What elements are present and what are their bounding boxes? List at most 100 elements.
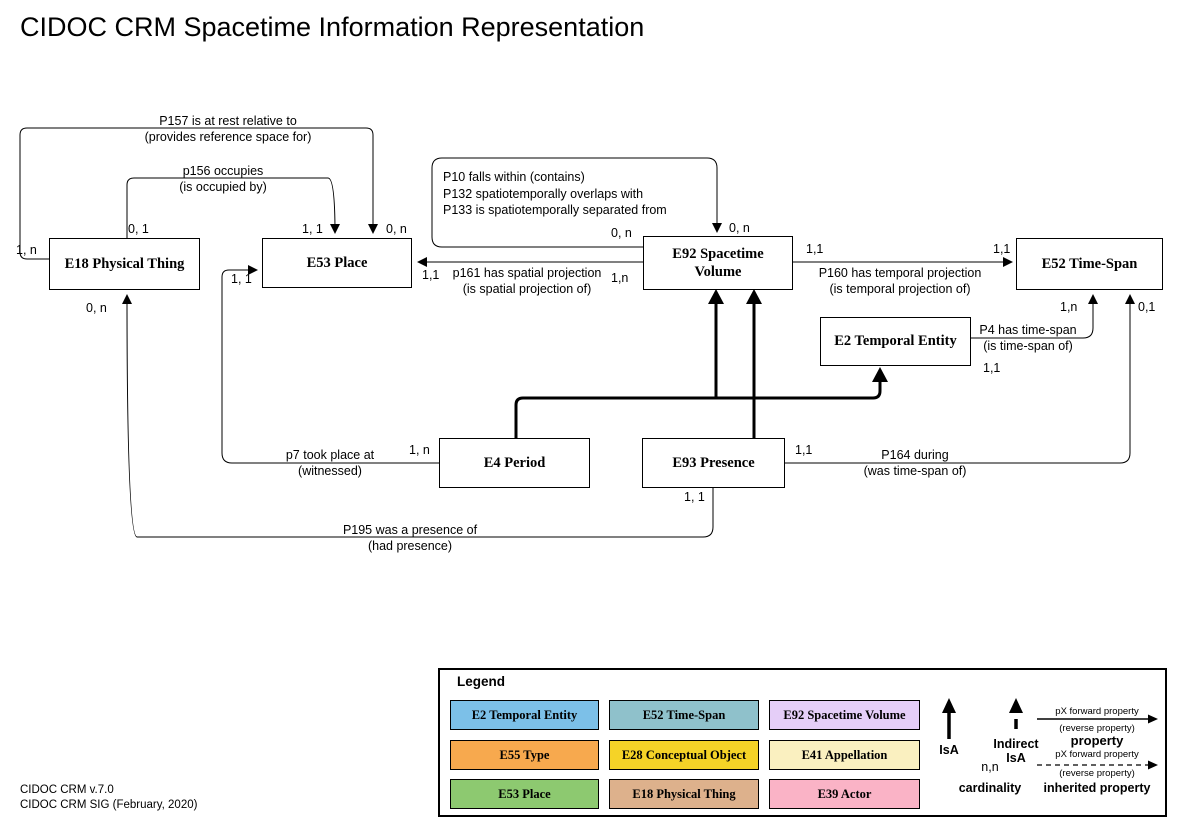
property-label-p157: P157 is at rest relative to (provides re… — [78, 113, 378, 145]
legend-cardinality-label: cardinality — [958, 781, 1022, 795]
connector-p157 — [19, 127, 378, 260]
cardinality-p156-e18: 0, 1 — [128, 222, 149, 236]
property-label-p161: p161 has spatial projection (is spatial … — [427, 265, 627, 297]
connector-p7 — [221, 265, 439, 464]
cardinality-p156-e53: 1, 1 — [302, 222, 323, 236]
footer-version: CIDOC CRM v.7.0 — [20, 784, 114, 796]
connector-p156 — [126, 177, 340, 238]
legend-swatch-e41: E41 Appellation — [769, 740, 920, 770]
legend-swatch-e92: E92 Spacetime Volume — [769, 700, 920, 730]
legend-reverse-inherited-text: (reverse property) — [1059, 768, 1135, 779]
entity-box-e18-physical-thing: E18 Physical Thing — [49, 238, 200, 290]
entity-label: E2 Temporal Entity — [834, 333, 957, 350]
legend-swatch-e39: E39 Actor — [769, 779, 920, 809]
property-forward: P164 during — [881, 448, 949, 462]
property-reverse: (is temporal projection of) — [829, 282, 971, 296]
property-reverse: (is time-span of) — [983, 339, 1073, 353]
property-label-p4: P4 has time-span (is time-span of) — [958, 322, 1098, 354]
legend-swatch-e2: E2 Temporal Entity — [450, 700, 599, 730]
entity-box-e53-place: E53 Place — [262, 238, 412, 288]
cardinality-p157-e18: 1, n — [16, 243, 37, 257]
legend-swatch-e52: E52 Time-Span — [609, 700, 759, 730]
indirect-isa-arrowhead-icon — [1009, 698, 1023, 713]
entity-label: E52 Time-Span — [1041, 255, 1138, 272]
cardinality-p161-e92: 1,n — [611, 271, 629, 285]
property-forward: P4 has time-span — [979, 323, 1077, 337]
isa-arrowhead-e92-left — [708, 289, 724, 304]
isa-arrowhead-e92-right — [746, 289, 762, 304]
cardinality-p4-e2: 1,1 — [983, 361, 1001, 375]
property-reverse: (is spatial projection of) — [462, 282, 592, 296]
property-label-p195: P195 was a presence of (had presence) — [310, 522, 510, 554]
cardinality-p10-top: 0, n — [729, 221, 750, 235]
property-forward: P160 has temporal projection — [818, 266, 982, 280]
property-label-p160: P160 has temporal projection (is tempora… — [800, 265, 1000, 297]
inherited-property-arrowhead-icon — [1148, 760, 1158, 770]
property-reverse: (is occupied by) — [179, 180, 267, 194]
cardinality-p7-e53: 1, 1 — [231, 272, 252, 286]
cardinality-p10-left: 0, n — [611, 226, 632, 240]
legend-swatch-e55: E55 Type — [450, 740, 599, 770]
entity-label: E4 Period — [483, 454, 546, 471]
connector-p10-loop — [431, 157, 722, 248]
property-label-p156: p156 occupies (is occupied by) — [123, 163, 323, 195]
connector-p4 — [971, 294, 1098, 339]
page-title: CIDOC CRM Spacetime Information Represen… — [20, 12, 645, 42]
isa-arrowhead-e2 — [872, 367, 888, 382]
cardinality-p195-e18: 0, n — [86, 301, 107, 315]
property-arrowhead-icon — [1148, 714, 1158, 724]
legend-swatch-e18: E18 Physical Thing — [609, 779, 759, 809]
property-forward: p161 has spatial projection — [452, 266, 602, 280]
legend-cardinality-example: n,n — [981, 760, 999, 774]
legend-swatch-e53: E53 Place — [450, 779, 599, 809]
entity-label: E92 Spacetime Volume — [672, 245, 764, 280]
connector-p164 — [785, 294, 1135, 464]
legend: Legend E2 Temporal Entity E52 Time-Span … — [438, 668, 1167, 817]
entity-label: E18 Physical Thing — [64, 255, 185, 272]
footer-sig: CIDOC CRM SIG (February, 2020) — [20, 799, 198, 811]
property-forward: P195 was a presence of — [342, 523, 478, 537]
cardinality-p164-e93: 1,1 — [795, 443, 813, 457]
cardinality-p160-e52: 1,1 — [993, 242, 1011, 256]
legend-swatch-e28: E28 Conceptual Object — [609, 740, 759, 770]
legend-forward-property-text: pX forward property — [1055, 706, 1139, 717]
property-label-p164: P164 during (was time-span of) — [830, 447, 1000, 479]
cardinality-p4-e52: 1,n — [1060, 300, 1078, 314]
property-forward: p7 took place at — [285, 448, 375, 462]
cardinality-p164-e52: 0,1 — [1138, 300, 1156, 314]
property-reverse: (witnessed) — [298, 464, 362, 478]
property-forward: p156 occupies — [182, 164, 264, 178]
property-label-p7: p7 took place at (witnessed) — [255, 447, 405, 479]
cardinality-p7-e4: 1, n — [409, 443, 430, 457]
property-reverse: (had presence) — [367, 539, 453, 553]
legend-forward-inherited-text: pX forward property — [1055, 749, 1139, 760]
property-p133: P133 is spatiotemporally separated from — [443, 203, 667, 217]
entity-box-e52-time-span: E52 Time-Span — [1016, 238, 1163, 290]
entity-box-e4-period: E4 Period — [439, 438, 590, 488]
legend-indirect-line1: Indirect — [993, 737, 1039, 751]
property-reverse: (provides reference space for) — [144, 130, 312, 144]
legend-symbols — [942, 698, 1158, 770]
legend-title: Legend — [457, 674, 506, 689]
entity-box-e2-temporal-entity: E2 Temporal Entity — [820, 317, 971, 366]
connector-p195 — [122, 294, 714, 538]
property-label-p10-group: P10 falls within (contains) P132 spatiot… — [443, 169, 667, 219]
legend-property-label: property — [1070, 733, 1124, 748]
property-reverse: (was time-span of) — [863, 464, 967, 478]
cardinality-p160-e92: 1,1 — [806, 242, 824, 256]
legend-indirect-isa-label: Indirect IsA — [986, 737, 1046, 765]
entity-box-e93-presence: E93 Presence — [642, 438, 785, 488]
isa-arrowhead-icon — [942, 698, 956, 713]
property-forward: P157 is at rest relative to — [159, 114, 297, 128]
legend-reverse-property-text: (reverse property) — [1059, 723, 1135, 734]
isa-e4-trunk — [514, 382, 882, 438]
legend-indirect-line2: IsA — [1006, 751, 1026, 765]
cardinality-p161-e53: 1,1 — [422, 268, 440, 282]
legend-inherited-property-label: inherited property — [1043, 781, 1151, 795]
entity-label: E93 Presence — [672, 454, 755, 471]
cardinality-p157-e53: 0, n — [386, 222, 407, 236]
property-p10: P10 falls within (contains) — [443, 170, 585, 184]
legend-isa-label: IsA — [939, 743, 959, 757]
entity-label: E53 Place — [306, 254, 368, 271]
